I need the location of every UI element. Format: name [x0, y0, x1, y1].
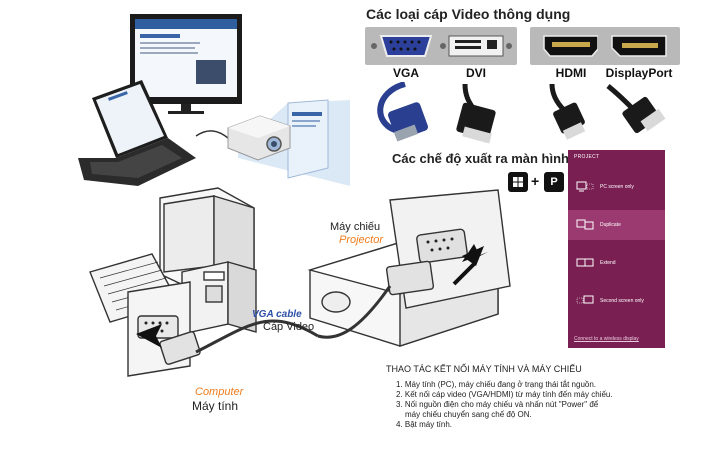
- pc-screen-only-icon: [576, 181, 594, 192]
- plus-sign: +: [531, 173, 540, 189]
- laptop-projector-photo: [78, 8, 350, 188]
- instruction-step: 4. Bật máy tính.: [396, 420, 453, 429]
- instructions-title: THAO TÁC KẾT NỐI MÁY TÍNH VÀ MÁY CHIẾU: [386, 364, 582, 374]
- vga-cable-label-en: VGA cable: [252, 309, 302, 320]
- project-option-duplicate[interactable]: Duplicate: [568, 210, 665, 240]
- instruction-step: máy chiếu chuyển sang chế độ ON.: [405, 410, 532, 419]
- computer-label-vn: Máy tính: [192, 399, 239, 413]
- connection-diagram: [89, 187, 511, 377]
- dvi-port-icon: [440, 35, 512, 57]
- displayport-plug-icon: [606, 84, 666, 134]
- instructions-list: 1. Máy tính (PC), máy chiếu đang ở trạng…: [396, 380, 613, 430]
- cable-types-title: Các loại cáp Video thông dụng: [366, 6, 571, 22]
- projector-label-vn: Máy chiếu: [330, 221, 381, 233]
- vga-plug-icon: [377, 82, 428, 142]
- cable-label-displayport: DisplayPort: [605, 66, 673, 80]
- cable-label-dvi: DVI: [465, 66, 486, 80]
- duplicate-icon: [576, 219, 594, 230]
- video-cable-label-vn: Cáp Video: [263, 321, 315, 333]
- cable-label-hdmi: HDMI: [555, 66, 587, 80]
- hdmi-plug-icon: [549, 83, 586, 140]
- project-option-pc-screen-only[interactable]: PC screen only: [568, 172, 665, 202]
- windows-logo-icon: [513, 177, 523, 187]
- projector-label-en: Projector: [339, 234, 384, 246]
- project-panel-title: PROJECT: [574, 154, 600, 160]
- dvi-port-panel: [435, 27, 517, 65]
- computer-label-en: Computer: [195, 386, 244, 398]
- project-option-label: Extend: [600, 260, 616, 266]
- project-panel: PROJECT PC screen only Duplicate Extend …: [568, 150, 665, 348]
- project-option-label: PC screen only: [600, 184, 634, 190]
- displayport-port-icon: [611, 35, 667, 57]
- vga-port-panel: [365, 27, 447, 65]
- instruction-step: 2. Kết nối cáp video (VGA/HDMI) từ máy t…: [396, 390, 613, 399]
- wireless-display-link[interactable]: Connect to a wireless display: [574, 336, 639, 342]
- p-key: P: [544, 172, 564, 192]
- vga-port-icon: [371, 35, 441, 57]
- project-option-second-screen-only[interactable]: Second screen only: [568, 286, 665, 316]
- windows-key: [508, 172, 528, 192]
- displayport-port-panel: [598, 27, 680, 65]
- display-modes-title: Các chế độ xuất ra màn hình ngoài: [392, 151, 608, 166]
- dvi-plug-icon: [456, 83, 496, 144]
- project-option-extend[interactable]: Extend: [568, 248, 665, 278]
- project-option-label: Second screen only: [600, 298, 644, 304]
- second-screen-only-icon: [576, 295, 594, 304]
- extend-icon: [576, 258, 594, 267]
- instruction-step: 1. Máy tính (PC), máy chiếu đang ở trạng…: [396, 380, 597, 389]
- instruction-step: 3. Nối nguồn điện cho máy chiếu và nhấn …: [396, 400, 599, 409]
- cable-label-vga: VGA: [392, 66, 419, 80]
- project-option-label: Duplicate: [600, 222, 621, 228]
